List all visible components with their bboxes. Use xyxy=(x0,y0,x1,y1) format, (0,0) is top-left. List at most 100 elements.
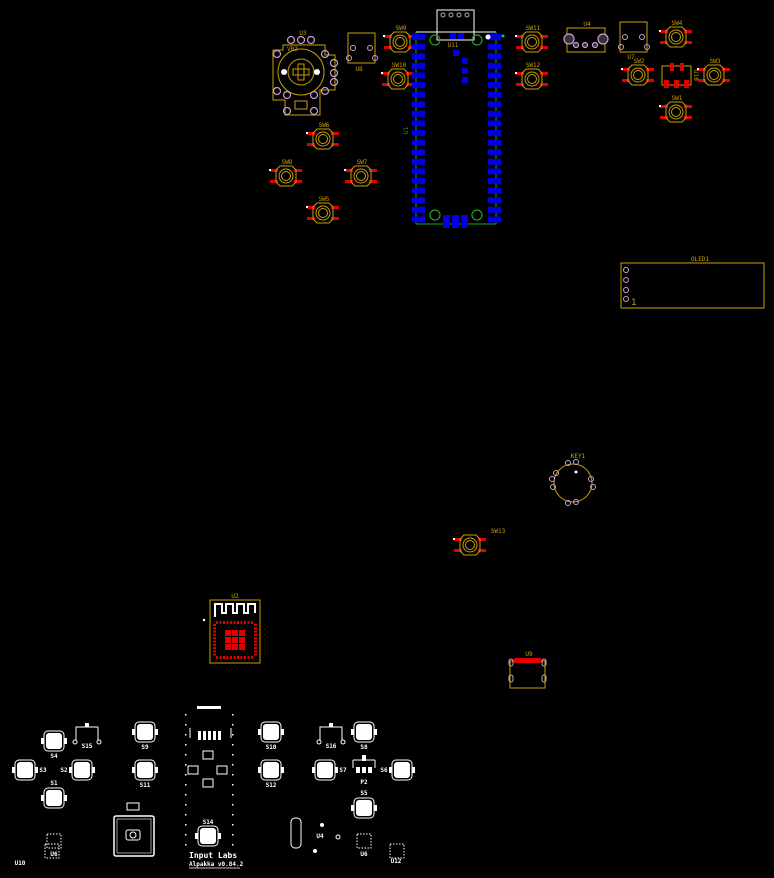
edge-dot xyxy=(232,774,234,776)
key1-label[interactable]: KEY1 xyxy=(571,453,586,460)
joystick-outline xyxy=(113,815,155,857)
tact-switch-sw13[interactable]: SW13 xyxy=(453,528,506,556)
swd-pad xyxy=(443,215,450,228)
switch-pad xyxy=(478,538,486,541)
key1-component[interactable] xyxy=(549,459,596,506)
u7-component[interactable] xyxy=(618,21,650,53)
tact-switch-sw3[interactable]: SW3 xyxy=(697,58,730,86)
tact-switch-sw5[interactable]: SW5 xyxy=(306,196,339,224)
u10-component[interactable] xyxy=(661,63,692,88)
tact-switch-sw6[interactable]: SW6 xyxy=(306,122,339,150)
s15-switch[interactable] xyxy=(72,723,102,745)
u7-label[interactable]: U7 xyxy=(627,54,635,61)
encoder-body xyxy=(290,817,302,849)
u9-label[interactable]: U9 xyxy=(525,651,533,658)
switch-label: SW3 xyxy=(710,58,721,65)
edge-dot xyxy=(232,814,234,816)
u4-label[interactable]: U4 xyxy=(583,21,591,28)
pin1-marker xyxy=(269,169,271,171)
u4-component[interactable] xyxy=(563,27,609,53)
switch-ring xyxy=(315,131,331,147)
u3-label[interactable]: U3 xyxy=(299,30,307,37)
tact-switch-sw10[interactable]: SW10 xyxy=(381,62,414,90)
button-s2[interactable]: S2 xyxy=(60,759,95,781)
u2-pad xyxy=(219,656,222,659)
u2-pad xyxy=(247,656,250,659)
u8-pin xyxy=(372,55,378,61)
switch-ring xyxy=(524,71,540,87)
u11-label[interactable]: U11 xyxy=(448,42,459,49)
button-s14[interactable]: S14 xyxy=(195,819,221,847)
tact-switch-sw2[interactable]: SW2 xyxy=(621,58,654,86)
oled-display[interactable] xyxy=(620,262,765,309)
button-s11[interactable]: S11 xyxy=(132,759,158,789)
u10-pad xyxy=(674,80,679,88)
button-s6[interactable]: S6 xyxy=(380,759,415,781)
button-s8[interactable]: S8 xyxy=(351,721,377,751)
u11-pico-module[interactable] xyxy=(412,9,505,228)
u2-pad xyxy=(230,656,232,659)
switch-pad xyxy=(294,169,302,172)
s16-switch[interactable] xyxy=(316,723,346,745)
u8-component[interactable] xyxy=(346,32,378,64)
u9-connector[interactable] xyxy=(508,658,547,689)
tact-switch-sw9[interactable]: SW9 xyxy=(383,25,416,53)
u10-label[interactable]: U10 xyxy=(692,70,699,81)
u2-label[interactable]: U2 xyxy=(231,593,239,600)
edge-dot xyxy=(232,844,234,846)
switch-pad xyxy=(660,105,668,108)
oled-label[interactable]: OLED1 xyxy=(691,256,709,263)
button-s9[interactable]: S9 xyxy=(132,721,158,751)
u2-pad xyxy=(213,637,216,640)
ic-footprint xyxy=(356,833,372,849)
tact-switch-sw8[interactable]: SW8 xyxy=(269,159,302,187)
switch-ring xyxy=(353,168,369,184)
u2-pad xyxy=(213,653,216,656)
switch-label: SW1 xyxy=(672,95,683,102)
u2-pad xyxy=(213,627,216,630)
pico-pad-right xyxy=(488,206,501,213)
button-s10[interactable]: S10 xyxy=(258,721,284,751)
switch-label: SW9 xyxy=(396,25,407,32)
u8-label[interactable]: U8 xyxy=(355,66,363,73)
button-s12[interactable]: S12 xyxy=(258,759,284,789)
switch-pad xyxy=(660,30,668,33)
mount-hole xyxy=(471,34,483,46)
button-tab xyxy=(64,738,67,744)
button-s5[interactable]: S5 xyxy=(351,790,377,819)
button-s1[interactable]: S1 xyxy=(41,780,67,809)
switch-outline xyxy=(312,128,334,150)
u2-thermal-pad xyxy=(232,637,238,643)
u2-pad xyxy=(237,656,239,659)
switch-label: SW5 xyxy=(319,196,330,203)
button-label: S14 xyxy=(203,819,214,826)
pico-pad-right xyxy=(488,43,501,50)
encoder-ring xyxy=(277,48,325,96)
joystick[interactable] xyxy=(113,802,155,857)
switch-pad xyxy=(684,116,692,119)
pico-pad-left xyxy=(412,120,425,127)
edge-dot xyxy=(232,834,234,836)
button-tab xyxy=(351,805,354,811)
button-label: S6 xyxy=(380,767,388,774)
button-s3[interactable]: S3 xyxy=(12,759,47,781)
u3-encoder[interactable] xyxy=(272,35,339,116)
button-tab xyxy=(41,738,44,744)
tact-switch-sw11[interactable]: SW11 xyxy=(515,25,548,53)
tact-switch-sw12[interactable]: SW12 xyxy=(515,62,548,90)
button-tab xyxy=(281,767,284,773)
mount-hole xyxy=(429,209,441,221)
tact-switch-sw7[interactable]: SW7 xyxy=(344,159,377,187)
pico-pad-right xyxy=(488,110,501,117)
u2-module[interactable] xyxy=(202,599,261,664)
button-tab xyxy=(258,767,261,773)
pico-debug-pad xyxy=(462,58,468,64)
pico-pad-right xyxy=(488,158,501,165)
tact-switch-sw4[interactable]: SW4 xyxy=(659,20,692,48)
button-s4[interactable]: S4 xyxy=(41,730,67,760)
tact-switch-sw1[interactable]: SW1 xyxy=(659,95,692,123)
u2-pad xyxy=(247,621,250,624)
encoder-pin xyxy=(320,49,330,59)
button-s7[interactable]: S7 xyxy=(312,759,347,781)
